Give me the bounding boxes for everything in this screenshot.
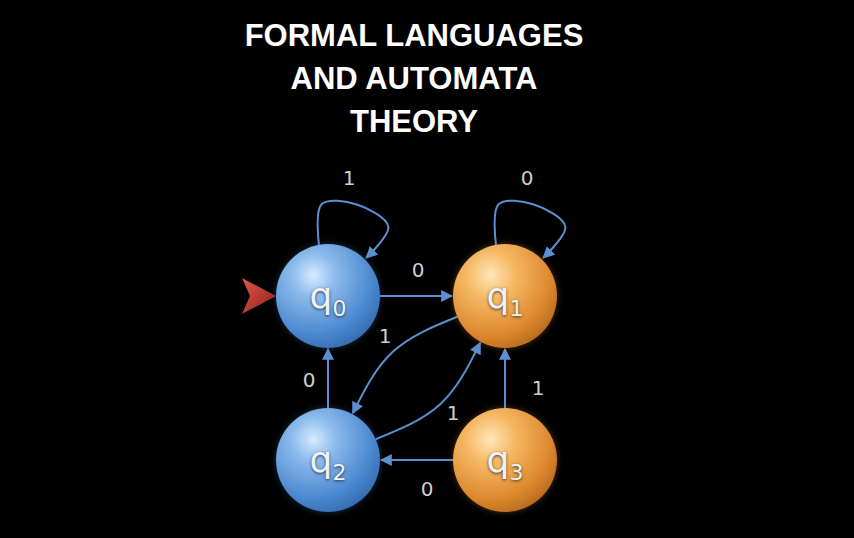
transition-label: 0 bbox=[518, 167, 537, 189]
transition-arrow bbox=[353, 317, 458, 413]
state-name: q2 bbox=[310, 442, 347, 478]
transition-arrow bbox=[381, 459, 453, 461]
transition-arrow bbox=[376, 343, 481, 439]
transition-label: 0 bbox=[300, 369, 319, 391]
state-circle: q3 bbox=[453, 408, 557, 512]
transition-label: 0 bbox=[418, 478, 437, 500]
transition-label: 0 bbox=[409, 259, 428, 281]
transition-label: 1 bbox=[376, 325, 395, 347]
state-circle: q0 bbox=[276, 244, 380, 348]
transition-arrow bbox=[327, 349, 329, 408]
start-marker bbox=[242, 278, 276, 314]
transition-label: 1 bbox=[529, 377, 548, 399]
state-circle: q2 bbox=[276, 408, 380, 512]
transition-label: 1 bbox=[444, 402, 463, 424]
transition-arrow bbox=[380, 295, 452, 297]
state-name: q0 bbox=[310, 278, 347, 314]
transition-arrow bbox=[504, 349, 506, 408]
state-circle: q1 bbox=[453, 244, 557, 348]
state-name: q3 bbox=[487, 442, 524, 478]
state-name: q1 bbox=[487, 278, 524, 314]
transition-label: 1 bbox=[340, 167, 359, 189]
title: FORMAL LANGUAGES AND AUTOMATA THEORY bbox=[229, 14, 599, 143]
